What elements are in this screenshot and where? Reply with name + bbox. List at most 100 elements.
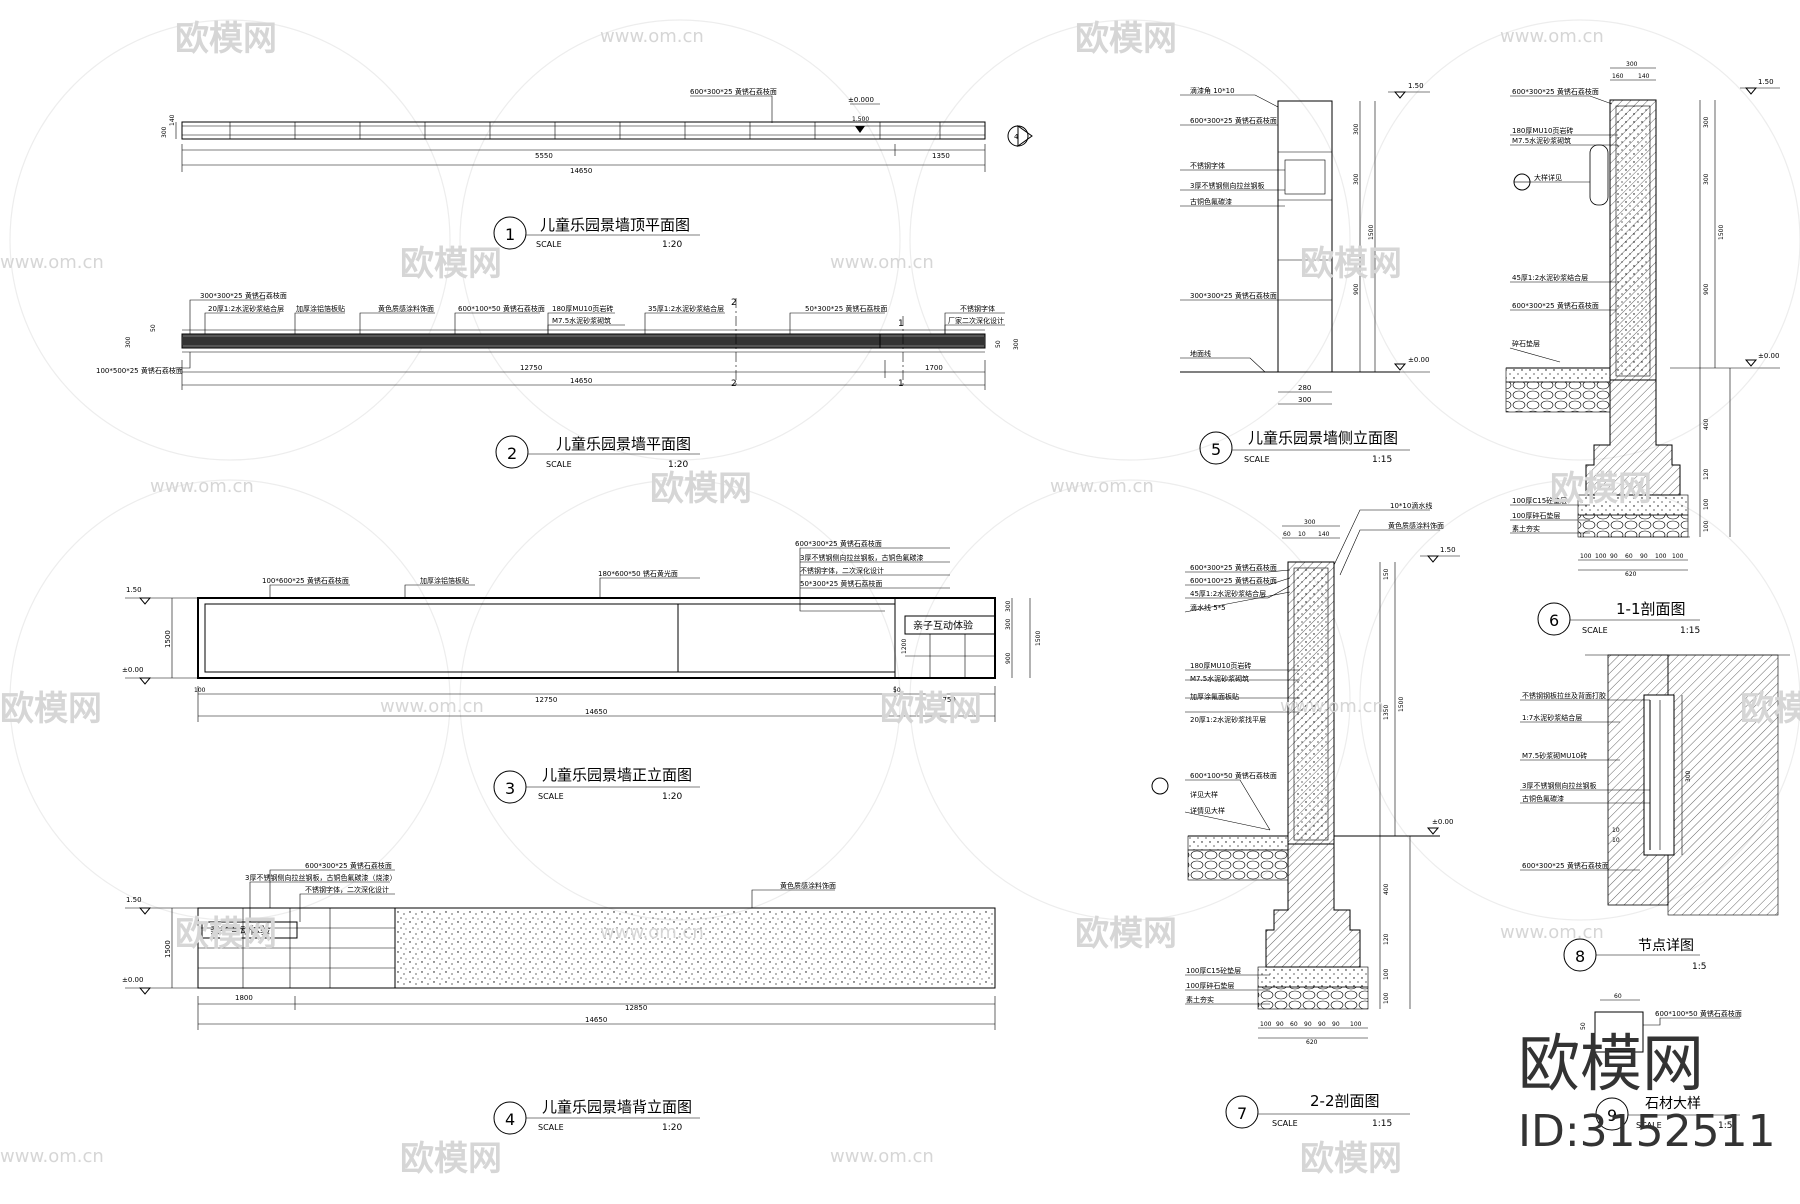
dim: 12850 (625, 1004, 647, 1012)
dim: 1500 (1035, 631, 1042, 646)
dim: 10 (1612, 837, 1620, 844)
note: 20厚1:2水泥砂浆找平层 (1190, 715, 1266, 724)
scale-label-5: SCALE (1244, 455, 1270, 464)
watermark-url: www.om.cn (0, 252, 104, 273)
dim: 12750 (535, 696, 557, 704)
watermark-brand: 欧模网 (175, 914, 277, 954)
watermark-url: www.om.cn (600, 922, 704, 943)
scale-6: 1:15 (1680, 626, 1700, 636)
note: 180*600*50 锈石黄光面 (598, 569, 678, 578)
watermark-brand: 欧模网 (1075, 19, 1177, 59)
note: 50*300*25 黄锈石荔枝面 (800, 579, 882, 588)
dim: 100 (1350, 1021, 1362, 1028)
sign-text: 亲子互动体验 (913, 619, 973, 632)
dim: 140 (1318, 531, 1330, 538)
title-num-8: 8 (1575, 947, 1585, 966)
drawing-5-side-elevation: 滴漆角 10*10 600*300*25 黄锈石荔枝面 不锈钢字体 3厚不锈钢侧… (1180, 82, 1430, 465)
dim: 1750 (938, 696, 956, 704)
note: 100厚碎石垫层 (1186, 981, 1234, 990)
note: 不锈钢字体，二次深化设计 (305, 885, 389, 894)
note-stone-cap: 600*300*25 黄锈石荔枝面 (690, 87, 777, 96)
watermark-url: www.om.cn (830, 1146, 934, 1167)
note: 加厚涂铝箔板贴 (420, 576, 469, 585)
title-num-2: 2 (507, 444, 517, 463)
note: 不锈钢字体 (960, 304, 995, 313)
dim: 300 (1703, 116, 1710, 128)
note: 10*10滴水线 (1390, 501, 1432, 510)
dim: 90 (1332, 1021, 1340, 1028)
cut-2-top: 2 (731, 298, 737, 308)
dim: 1500 (1398, 697, 1405, 712)
dim: 14650 (585, 708, 607, 716)
dim: 900 (1005, 652, 1012, 664)
watermark-brand: 欧模网 (400, 1139, 502, 1179)
level: ±0.00 (1408, 356, 1429, 364)
watermark-url: www.om.cn (1280, 696, 1384, 717)
dim: 300 (1685, 770, 1692, 782)
dim: 300 (1703, 173, 1710, 185)
dim: 100 (1383, 992, 1390, 1004)
watermark-brand: 欧模网 (650, 469, 752, 509)
level: ±0.00 (1758, 352, 1779, 360)
watermark-brand: 欧模网 (1550, 469, 1652, 509)
level: 1.50 (1440, 546, 1456, 554)
dim: 12750 (520, 364, 542, 372)
note: 3厚不锈钢侧向拉丝钢板，古铜色氟碳漆（烧漆） (245, 873, 396, 882)
note: 3厚不锈钢侧向拉丝钢板，古铜色氟碳漆 (800, 553, 923, 562)
note: M7.5水泥砂浆砌筑 (1190, 674, 1249, 683)
dim: 300 (1005, 618, 1012, 630)
title-7: 2-2剖面图 (1310, 1092, 1380, 1110)
note: 600*100*50 黄锈石荔枝面 (1655, 1009, 1742, 1018)
stone-block (1594, 1011, 1644, 1053)
note: 黄色质感涂料饰面 (1388, 521, 1444, 530)
dim: 100 (1703, 520, 1710, 532)
note: 黄色质感涂料饰面 (378, 304, 434, 313)
title-num-9: 9 (1607, 1106, 1617, 1125)
scale-label-3: SCALE (538, 792, 564, 801)
dim: 14650 (570, 377, 592, 385)
dim-side: 300 (161, 126, 168, 138)
level: 1.50 (1758, 78, 1774, 86)
title-2: 儿童乐园景墙平面图 (556, 435, 691, 453)
dim: 100 (1655, 553, 1667, 560)
watermark-brand: 欧模网 (1740, 689, 1800, 729)
title-num-5: 5 (1211, 440, 1221, 459)
note: 600*300*25 黄锈石荔枝面 (1512, 87, 1599, 96)
note: 180厚MU10页岩砖 (1190, 661, 1251, 670)
note: 50*300*25 黄锈石荔枝面 (805, 304, 887, 313)
sign-text-back: 亲子互动体验 (210, 924, 270, 937)
note: 100*500*25 黄锈石荔枝面 (96, 366, 183, 375)
note: 600*100*50 黄锈石荔枝面 (1190, 771, 1277, 780)
note: 素土夯实 (1186, 995, 1214, 1004)
drawing-2-plan: 300*300*25 黄锈石荔枝面 20厚1:2水泥砂浆结合层 加厚涂铝箔板贴 … (96, 291, 1020, 470)
dim: 300 (1005, 600, 1012, 612)
title-circle-9 (1595, 1097, 1629, 1131)
dim: 1500 (164, 940, 172, 958)
dim: 50 (995, 340, 1002, 348)
title-num-7: 7 (1237, 1104, 1247, 1123)
dim: 620 (1306, 1039, 1318, 1046)
drawing-7-section-2-2: 10*10滴水线 黄色质感涂料饰面 600*300*25 黄锈石荔枝面 600*… (1151, 501, 1460, 1129)
dim-5550: 5550 (535, 152, 553, 160)
title-circle-1 (493, 216, 527, 250)
note: 600*300*25 黄锈石荔枝面 (1190, 116, 1277, 125)
dim: 1200 (901, 639, 908, 654)
dim-14650: 14650 (570, 167, 592, 175)
watermark-brand: 欧模网 (400, 244, 502, 284)
title-num-1: 1 (505, 225, 515, 244)
dim: 50 (1580, 1022, 1587, 1030)
corner-logo: 欧模网 (1518, 1027, 1704, 1100)
watermark-url: www.om.cn (0, 1146, 104, 1167)
dim: 1500 (1718, 225, 1725, 240)
dim: 150 (1383, 568, 1390, 580)
note: 黄色质感涂料饰面 (780, 881, 836, 890)
drawing-1-top-plan: 600*300*25 黄锈石荔枝面 ±0.000 1.500 5550 1350… (161, 87, 1033, 250)
watermark-url: www.om.cn (600, 26, 704, 47)
level: 1.50 (1408, 82, 1424, 90)
dim: 90 (1318, 1021, 1326, 1028)
dim: 900 (1703, 283, 1710, 295)
dim: 120 (1703, 468, 1710, 480)
wall-cap-outline (181, 121, 986, 140)
note: 600*300*25 黄锈石荔枝面 (1512, 301, 1599, 310)
dim-1350: 1350 (932, 152, 950, 160)
